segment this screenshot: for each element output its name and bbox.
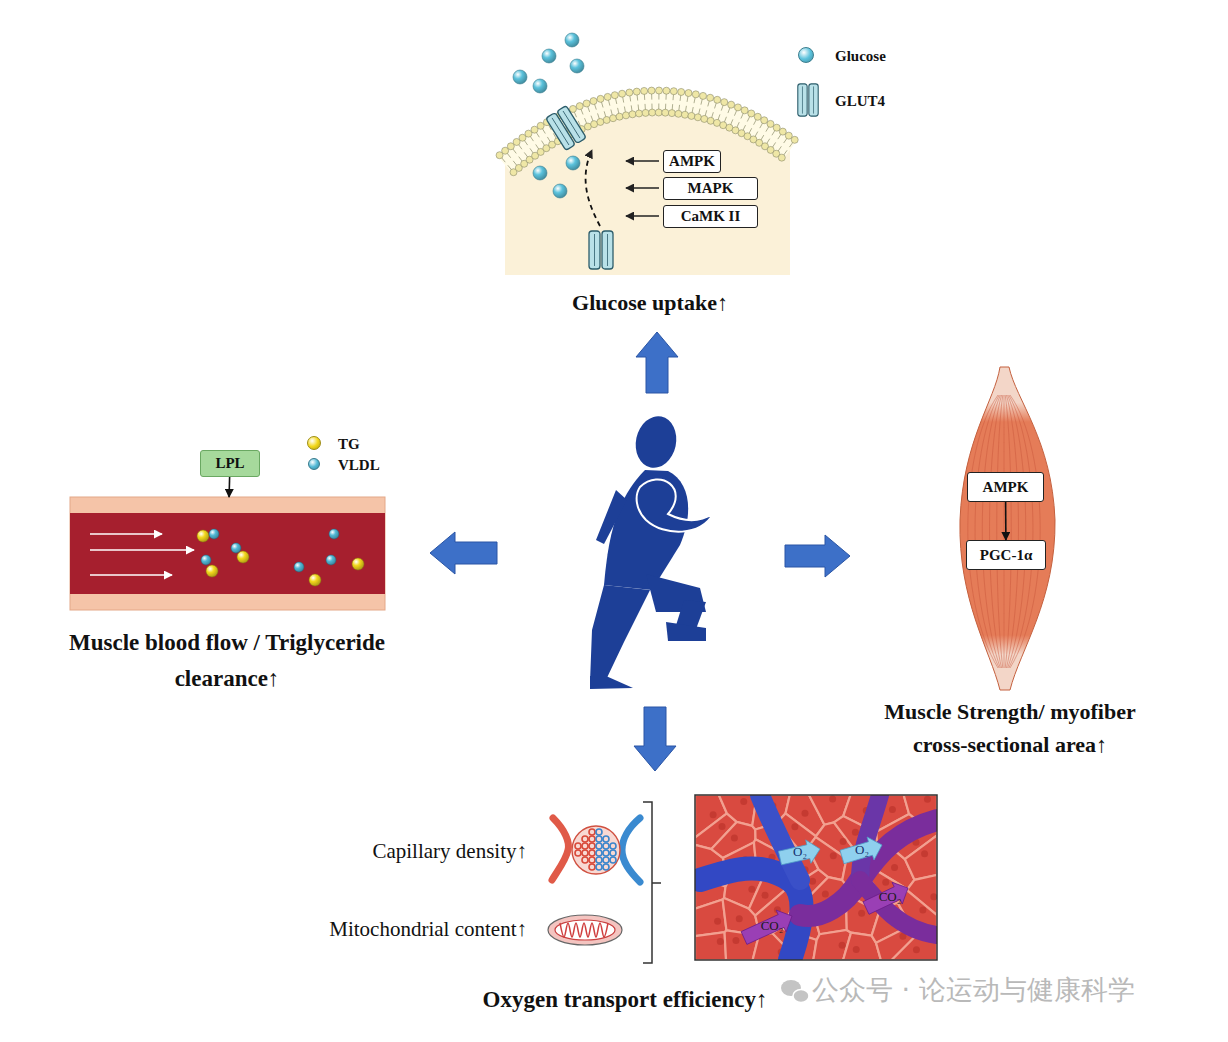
kinase-box: AMPK xyxy=(967,472,1044,502)
block-arrow xyxy=(636,332,678,393)
box-label: LPL xyxy=(215,455,244,472)
muscle-shape: Muscle Strength/ myofiber cross-sectiona… xyxy=(950,365,1060,690)
watermark: 公众号 · 论运动与健康科学 xyxy=(812,975,1192,1005)
gas-label: CO₂ xyxy=(761,918,784,934)
blood-vessel-outline xyxy=(70,497,385,610)
legend-swatch xyxy=(307,436,321,450)
cell-panel: Glucose uptake↑AMPKMAPKCaMK II xyxy=(505,30,790,275)
legend-text: GLUT4 xyxy=(835,92,885,110)
bracket xyxy=(643,802,661,963)
legend-text: TG xyxy=(338,435,360,453)
glut4-channel xyxy=(798,84,818,116)
cell-panel-outline xyxy=(505,30,790,275)
feature-label: Capillary density↑ xyxy=(290,836,527,866)
panel-heading: Glucose uptake↑ xyxy=(470,288,830,318)
feature-label: Mitochondrial content↑ xyxy=(250,914,527,944)
watermark-icon xyxy=(781,980,809,1003)
tissue-panel: O₂ O₂ CO₂ CO₂ xyxy=(695,795,937,960)
box-label: MAPK xyxy=(688,180,734,197)
coactivator-box: PGC-1α xyxy=(966,540,1046,570)
kinase-box: AMPK xyxy=(663,150,721,173)
gas-label: O₂ xyxy=(855,842,869,858)
block-arrow xyxy=(634,707,676,771)
legend-text: VLDL xyxy=(338,456,380,474)
tissue-panel-outline xyxy=(695,795,937,960)
box-label: CaMK II xyxy=(681,208,741,225)
legend-swatch xyxy=(308,458,320,470)
box-label: PGC-1α xyxy=(980,547,1033,564)
signal-arrow xyxy=(228,477,230,497)
kinase-box: CaMK II xyxy=(663,205,758,228)
panel-heading: Muscle Strength/ myofiber cross-sectiona… xyxy=(860,695,1160,761)
blood-vessel: Muscle blood flow / Triglyceride clearan… xyxy=(70,497,385,610)
direction-arrows xyxy=(430,332,850,771)
box-label: AMPK xyxy=(669,153,715,170)
legend-text: Glucose xyxy=(835,47,886,65)
capillary-icon xyxy=(552,818,640,882)
glut4-channel xyxy=(589,231,613,269)
gas-label: O₂ xyxy=(793,844,807,860)
gas-label: CO₂ xyxy=(879,889,902,905)
mitochondrion-icon xyxy=(548,915,622,945)
glut4-channel xyxy=(546,106,586,151)
box-label: AMPK xyxy=(983,479,1029,496)
section-heading: Oxygen transport efficiency↑ xyxy=(405,985,845,1015)
kinase-box: MAPK xyxy=(663,177,758,200)
signal-arrow xyxy=(1005,502,1007,540)
enzyme-box: LPL xyxy=(200,450,260,477)
block-arrow xyxy=(430,532,497,574)
runner-figure xyxy=(590,412,713,689)
block-arrow xyxy=(785,535,850,577)
panel-heading: Muscle blood flow / Triglyceride clearan… xyxy=(62,625,392,697)
muscle-shape-outline xyxy=(950,365,1060,690)
legend-swatch xyxy=(798,47,814,63)
legend-icon xyxy=(793,80,823,120)
